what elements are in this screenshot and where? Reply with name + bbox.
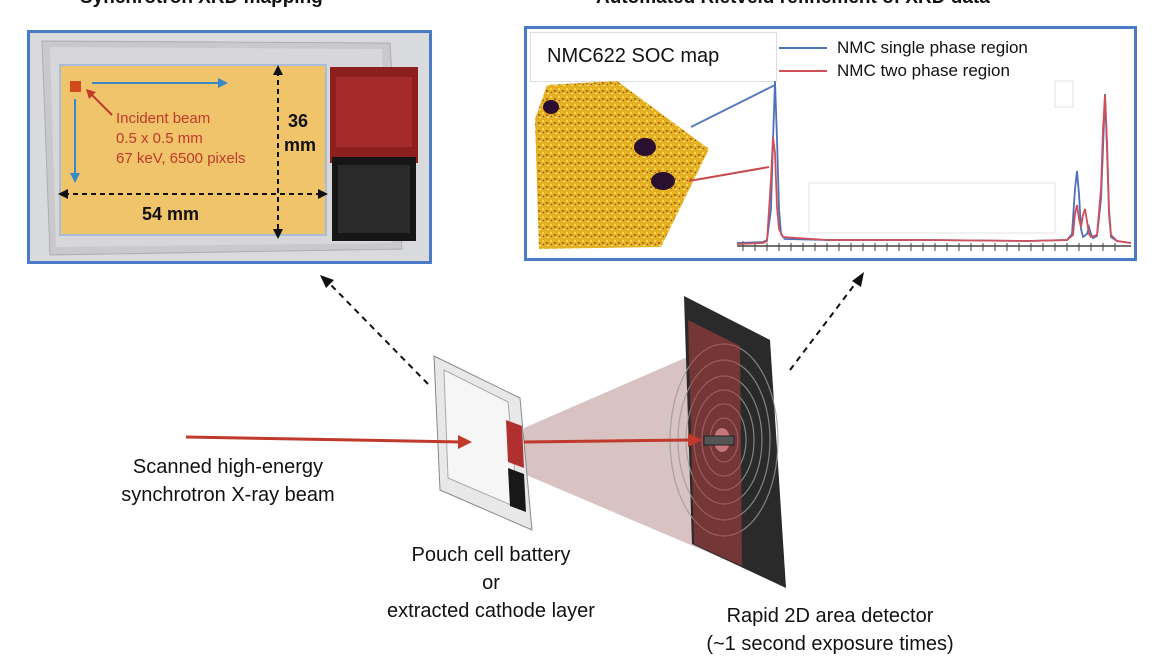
- incident-beam-line3: 67 keV, 6500 pixels: [116, 150, 246, 167]
- pouch-cell: [433, 355, 533, 531]
- transmitted-beam-arrow: [523, 438, 693, 444]
- electrode-area: [59, 64, 327, 236]
- two-phase-curve: [736, 94, 1132, 245]
- rietveld-panel: NMC622 SOC map: [524, 26, 1137, 261]
- dashed-arrow-left: [327, 281, 429, 385]
- soc-map-title: NMC622 SOC map: [547, 45, 720, 67]
- detector-label-line2: (~1 second exposure times): [706, 633, 954, 655]
- cell-label-line2: or: [482, 572, 500, 594]
- soc-map-title-box: NMC622 SOC map: [530, 32, 777, 82]
- height-dimension-value: 36: [288, 111, 309, 131]
- incident-beam-line2: 0.5 x 0.5 mm: [116, 130, 203, 147]
- dashed-arrow-right: [789, 279, 859, 371]
- legend-single-phase: NMC single phase region: [837, 38, 1028, 57]
- height-dimension-unit: mm: [284, 135, 317, 155]
- xrd-pattern-plot: [688, 47, 1132, 251]
- cell-label-line3: extracted cathode layer: [387, 600, 595, 622]
- beam-spot: [70, 81, 81, 92]
- pouch-photo: [41, 40, 418, 256]
- experiment-schematic: [185, 272, 864, 588]
- pouch-photo-panel: Incident beam 0.5 x 0.5 mm 67 keV, 6500 …: [27, 30, 432, 264]
- beam-stop: [703, 435, 735, 446]
- width-dimension-label: 54 mm: [142, 204, 200, 224]
- right-panel-title: Automated Rietveld refinement of XRD dat…: [596, 0, 990, 9]
- soc-map-image: [535, 81, 709, 249]
- incident-beam-arrow: [185, 435, 463, 444]
- detector-label-line1: Rapid 2D area detector: [726, 605, 934, 627]
- beam-label-line1: Scanned high-energy: [132, 456, 324, 478]
- beam-label-line2: synchrotron X-ray beam: [121, 484, 335, 506]
- left-panel-title: Synchrotron XRD mapping: [80, 0, 323, 9]
- incident-beam-line1: Incident beam: [116, 110, 211, 127]
- legend-two-phase: NMC two phase region: [837, 61, 1010, 80]
- cell-label-line1: Pouch cell battery: [411, 544, 571, 566]
